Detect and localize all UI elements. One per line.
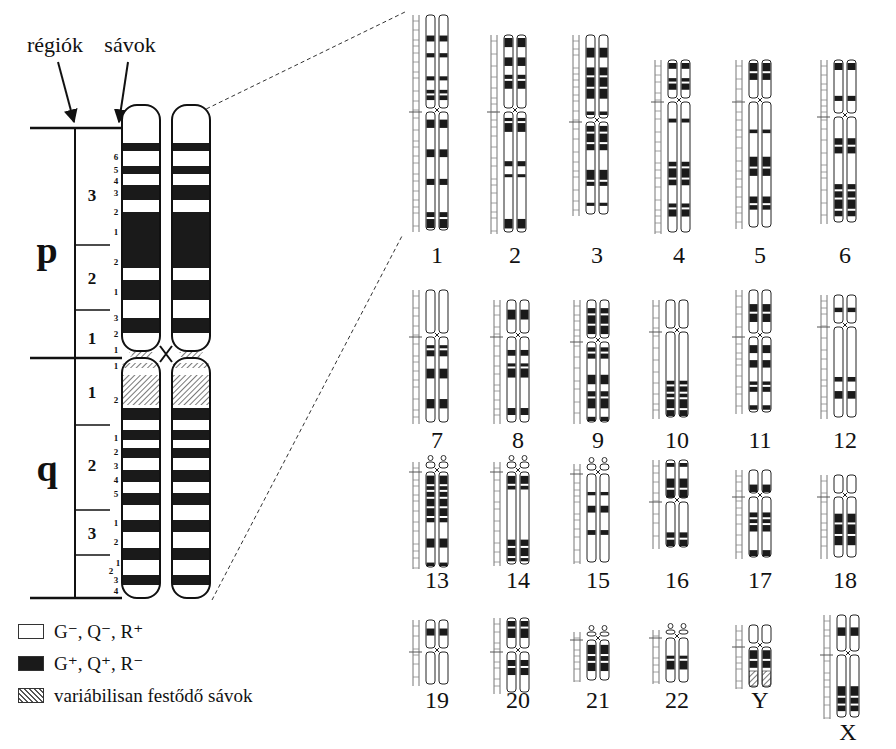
- chromosome-number: X: [839, 720, 856, 744]
- chromosome-number: 21: [586, 688, 610, 712]
- chromosome-ideogram: [649, 624, 688, 685]
- legend-row: variábilisan festődő sávok: [14, 684, 414, 708]
- legend-text: G⁻, Q⁻, R⁺: [54, 622, 143, 643]
- chromosome-number: 8: [512, 428, 524, 452]
- chromosome-number: 10: [665, 428, 689, 452]
- chromosome-number: 7: [431, 428, 443, 452]
- chromosome-ideogram: [490, 618, 529, 694]
- legend-row: G⁻, Q⁻, R⁺: [14, 620, 414, 644]
- band-number: 1: [114, 434, 119, 443]
- legend-row: G⁺, Q⁺, R⁻: [14, 652, 414, 676]
- chromosome-number: 15: [586, 568, 610, 592]
- legend-swatch: [18, 688, 44, 703]
- chromosome-number: 2: [509, 243, 521, 267]
- band-number: 1: [114, 288, 119, 297]
- region-number: 3: [88, 525, 97, 542]
- band-number: 3: [114, 314, 119, 323]
- chromosome-ideogram: [409, 620, 448, 686]
- band-number: 3: [114, 462, 119, 471]
- band-number: 5: [114, 166, 119, 175]
- band-number: 5: [114, 490, 119, 499]
- legend-swatch: [18, 656, 44, 671]
- band-number: 1: [116, 559, 121, 568]
- chromosome-ideogram: [732, 290, 771, 414]
- chromosome-number: 5: [754, 243, 766, 267]
- chromosome-number: 11: [748, 428, 771, 452]
- chromosome-ideogram: [409, 456, 448, 570]
- region-number: 1: [88, 384, 97, 401]
- band-number: 3: [114, 576, 119, 585]
- chromosome-number: 18: [833, 568, 857, 592]
- chromosome-number: 9: [592, 428, 604, 452]
- chromosome-number: 3: [591, 243, 603, 267]
- region-number: 1: [88, 330, 97, 347]
- chromosome-number: 14: [506, 568, 530, 592]
- band-number: 2: [109, 567, 114, 576]
- band-number: 3: [114, 189, 119, 198]
- chromosome-ideogram: [409, 290, 448, 424]
- arm-label: p: [36, 231, 57, 269]
- band-number: 2: [114, 258, 119, 267]
- band-number: 1: [114, 346, 119, 355]
- chromosome-number: 12: [833, 428, 857, 452]
- chromosome-ideogram: [732, 625, 771, 689]
- chromosome-number: 1: [431, 243, 443, 267]
- band-number: 1: [114, 362, 119, 371]
- chromosome-ideogram: [817, 475, 856, 559]
- chromosome-number: 20: [506, 688, 530, 712]
- chromosome-number: 22: [665, 688, 689, 712]
- chromosome-ideogram: [570, 626, 609, 683]
- region-number: 2: [88, 457, 97, 474]
- chromosome-ideograms: [409, 15, 859, 719]
- band-number: 6: [114, 153, 119, 162]
- chromosome-ideogram: [490, 300, 529, 424]
- band-number: 2: [114, 330, 119, 339]
- enlarged-chromosome: [122, 100, 210, 600]
- band-number: 1: [114, 519, 119, 528]
- chromosome-ideogram: [487, 35, 526, 234]
- chromosome-ideogram: [817, 295, 856, 419]
- band-number: 4: [114, 587, 119, 596]
- legend-text: variábilisan festődő sávok: [54, 686, 252, 707]
- chromosome-ideogram: [409, 15, 448, 232]
- chromatid: [172, 100, 210, 600]
- chromosome-ideogram: [649, 300, 688, 419]
- legend-swatch: [18, 624, 44, 639]
- chromosome-number: 16: [665, 568, 689, 592]
- legend-text: G⁺, Q⁺, R⁻: [54, 654, 143, 675]
- chromosome-ideogram: [732, 60, 771, 229]
- band-number: 2: [114, 396, 119, 405]
- region-number: 3: [88, 187, 97, 204]
- chromosome-ideogram: [820, 615, 859, 719]
- axis-heading: sávok: [104, 34, 155, 56]
- chromosome-ideogram: [570, 458, 609, 565]
- chromosome-number: 4: [673, 243, 685, 267]
- chromosome-number: 13: [425, 568, 449, 592]
- chromosome-ideogram: [732, 470, 771, 559]
- chromosome-number: Y: [751, 688, 768, 712]
- chromosome-number: 6: [839, 243, 851, 267]
- band-number: 2: [114, 538, 119, 547]
- band-number: 4: [114, 177, 119, 186]
- chromosome-ideogram: [817, 60, 856, 224]
- band-number: 2: [114, 208, 119, 217]
- chromosome-number: 19: [425, 688, 449, 712]
- chromosome-ideogram: [649, 460, 688, 549]
- chromosome-ideogram: [569, 35, 608, 216]
- chromosome-ideogram: [490, 456, 529, 567]
- arm-label: q: [36, 449, 57, 487]
- chromosome-ideogram: [570, 300, 609, 424]
- region-number: 2: [88, 270, 97, 287]
- axis-heading: régiók: [27, 34, 83, 56]
- band-number: 4: [114, 476, 119, 485]
- chromosome-number: 17: [748, 568, 772, 592]
- region-scale: [30, 12, 405, 600]
- band-number: 2: [114, 448, 119, 457]
- band-number: 1: [114, 228, 119, 237]
- chromatid: [122, 100, 160, 600]
- chromosome-ideogram: [651, 60, 690, 234]
